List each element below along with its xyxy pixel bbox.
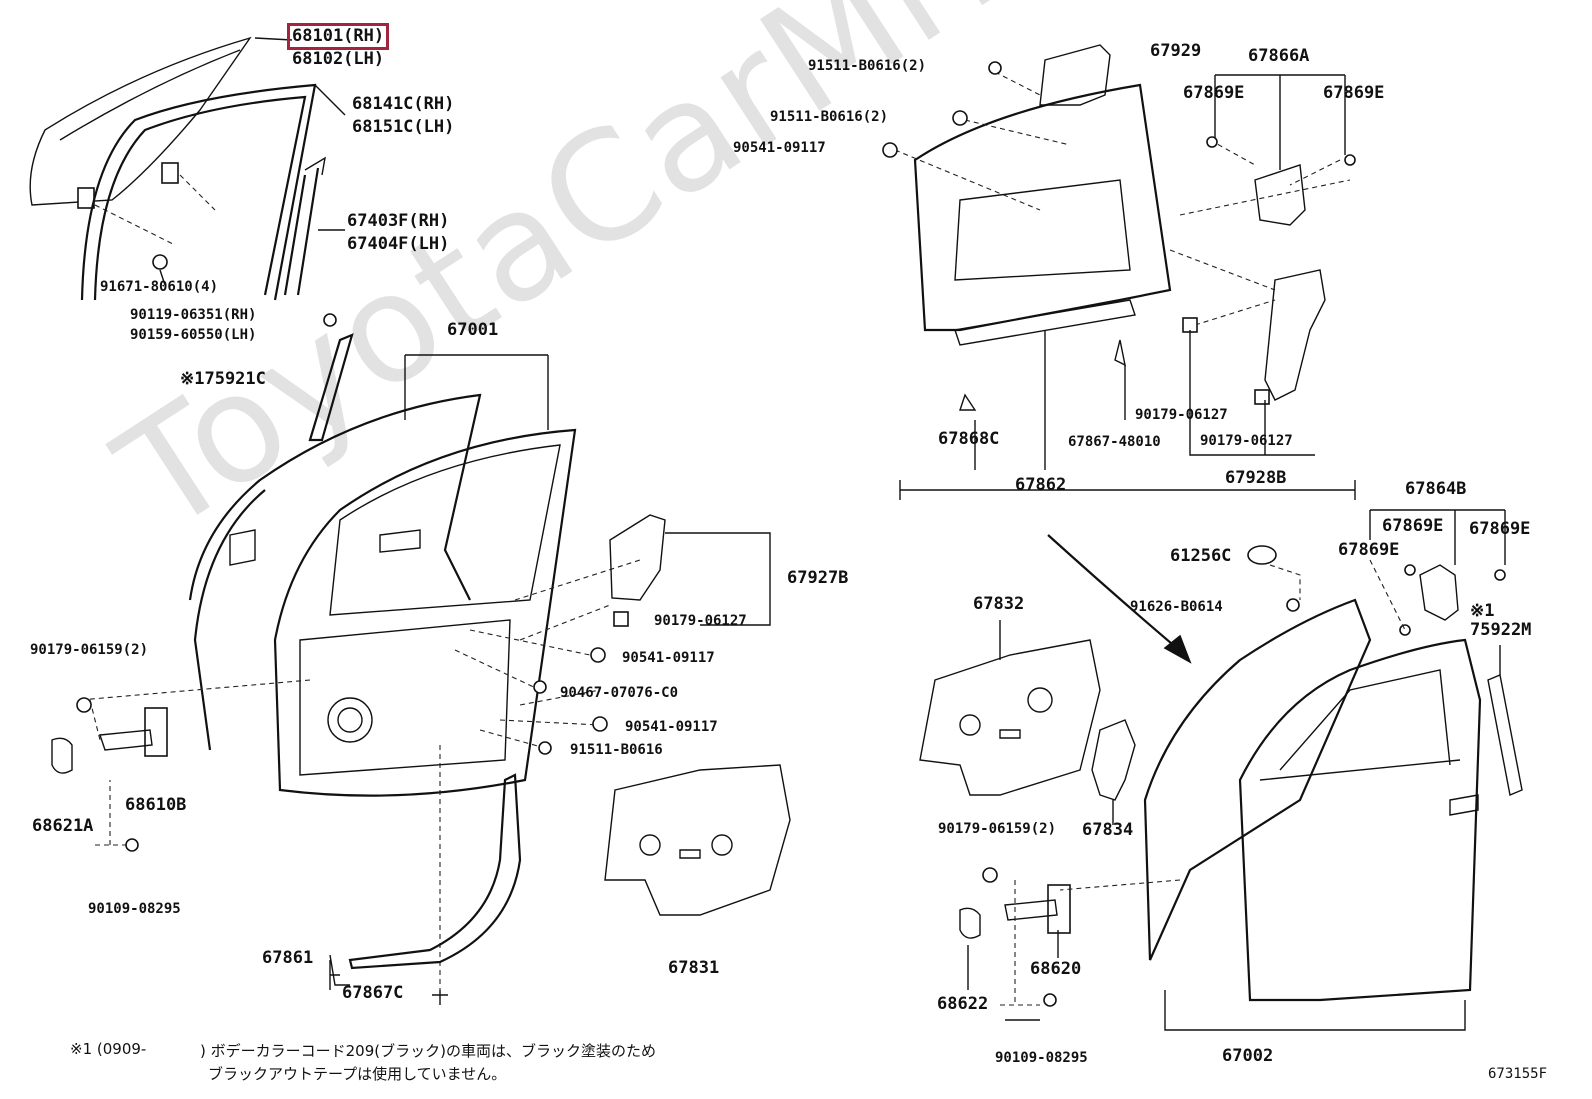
part-label-67867-48010[interactable]: 67867-48010	[1068, 434, 1161, 450]
bracket-67929	[1039, 44, 1111, 106]
part-label-90467[interactable]: 90467-07076-C0	[560, 685, 679, 701]
part-label-68102-lh[interactable]: 68102(LH)	[292, 49, 385, 69]
part-label-67864b[interactable]: 67864B	[1405, 479, 1467, 499]
footnote-line2: ブラックアウトテープは使用していません。	[208, 1065, 507, 1083]
part-label-90541-b[interactable]: 90541-09117	[625, 719, 718, 735]
front-door-right-drawing	[1143, 598, 1523, 1031]
hinge-left-drawing	[51, 697, 168, 852]
footnote-line1-prefix: ※1 (0909-	[70, 1040, 147, 1058]
part-label-67861[interactable]: 67861	[262, 948, 314, 968]
part-label-90179-06159-left[interactable]: 90179-06159(2)	[30, 642, 149, 658]
part-label-75922m-note: ※1	[1470, 601, 1495, 621]
part-label-75922m[interactable]: 75922M	[1470, 620, 1532, 640]
part-label-67928b[interactable]: 67928B	[1225, 468, 1287, 488]
part-label-67002[interactable]: 67002	[1222, 1046, 1274, 1066]
part-label-68101-rh[interactable]: 68101(RH)	[286, 23, 390, 50]
run-channel-drawing	[80, 83, 346, 301]
part-label-67869e-4[interactable]: 67869E	[1469, 519, 1531, 539]
handle-frame-67864b	[1419, 564, 1459, 621]
part-label-90159[interactable]: 90159-60550(LH)	[130, 327, 257, 343]
part-label-67929[interactable]: 67929	[1150, 41, 1202, 61]
bracket-67866a	[1254, 164, 1306, 226]
diagram-code: 673155F	[1488, 1066, 1548, 1082]
part-label-91511-single[interactable]: 91511-B0616	[570, 742, 663, 758]
part-label-67867c[interactable]: 67867C	[342, 983, 404, 1003]
part-label-67866a[interactable]: 67866A	[1248, 46, 1310, 66]
part-label-67869e-1[interactable]: 67869E	[1183, 83, 1245, 103]
part-label-90179-06127-b[interactable]: 90179-06127	[1200, 433, 1293, 449]
footnote-line1-suffix: ) ボデーカラーコード209(ブラック)の車両は、ブラック塗装のため	[200, 1042, 656, 1060]
part-label-90541-a[interactable]: 90541-09117	[622, 650, 715, 666]
part-label-68620[interactable]: 68620	[1030, 959, 1082, 979]
part-label-68141c[interactable]: 68141C(RH)	[352, 94, 455, 114]
part-label-67927b[interactable]: 67927B	[787, 568, 849, 588]
part-label-90119[interactable]: 90119-06351(RH)	[130, 307, 257, 323]
service-cover-67831	[604, 764, 791, 916]
weatherstrip-67861	[348, 773, 522, 970]
hinge-right-drawing	[959, 867, 1071, 1007]
part-label-91511-mid[interactable]: 91511-B0616(2)	[770, 109, 889, 125]
part-label-90541-c[interactable]: 90541-09117	[733, 140, 826, 156]
seal-67834	[1091, 719, 1136, 801]
part-label-67869e-5[interactable]: 67869E	[1338, 540, 1400, 560]
service-cover-67832	[919, 639, 1101, 796]
part-label-68622[interactable]: 68622	[937, 994, 989, 1014]
part-label-67403f[interactable]: 67403F(RH)	[347, 211, 450, 231]
part-label-68621a[interactable]: 68621A	[32, 816, 94, 836]
part-label-67832[interactable]: 67832	[973, 594, 1025, 614]
part-label-90109-right[interactable]: 90109-08295	[995, 1050, 1088, 1066]
part-label-67868c[interactable]: 67868C	[938, 429, 1000, 449]
bracket-67927b	[609, 514, 666, 601]
part-label-67869e-3[interactable]: 67869E	[1382, 516, 1444, 536]
part-label-90109-left[interactable]: 90109-08295	[88, 901, 181, 917]
part-label-67862[interactable]: 67862	[1015, 475, 1067, 495]
part-label-67869e-2[interactable]: 67869E	[1323, 83, 1385, 103]
part-label-91626[interactable]: 91626-B0614	[1130, 599, 1223, 615]
door-glass-drawing	[29, 36, 293, 246]
part-label-67831[interactable]: 67831	[668, 958, 720, 978]
part-label-90179-06127-left[interactable]: 90179-06127	[654, 613, 747, 629]
part-label-91511-top[interactable]: 91511-B0616(2)	[808, 58, 927, 74]
bracket-67928b	[1264, 269, 1326, 401]
part-label-75921c[interactable]: ※175921C	[180, 369, 266, 389]
part-label-90179-06159-right[interactable]: 90179-06159(2)	[938, 821, 1057, 837]
part-label-61256c[interactable]: 61256C	[1170, 546, 1232, 566]
door-inner-upper-drawing	[899, 83, 1356, 500]
division-bar-drawing	[152, 156, 345, 327]
part-label-67834[interactable]: 67834	[1082, 820, 1134, 840]
part-label-67001[interactable]: 67001	[447, 320, 499, 340]
part-label-67404f[interactable]: 67404F(LH)	[347, 234, 450, 254]
blackout-tape-front	[308, 333, 354, 442]
part-label-68151c[interactable]: 68151C(LH)	[352, 117, 455, 137]
part-label-90179-06127-a[interactable]: 90179-06127	[1135, 407, 1228, 423]
part-label-91671[interactable]: 91671-80610(4)	[100, 279, 219, 295]
front-door-left-drawing	[188, 354, 577, 797]
part-label-68610b[interactable]: 68610B	[125, 795, 187, 815]
